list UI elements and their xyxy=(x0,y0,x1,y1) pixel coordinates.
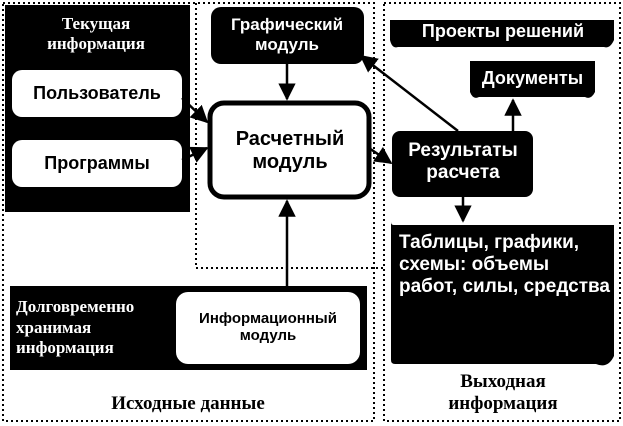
current-info-label: Текущая информация xyxy=(47,14,145,53)
graphic-module-node xyxy=(211,7,364,64)
calc-module-node xyxy=(207,100,372,200)
results-label: Результаты расчета xyxy=(408,140,518,183)
info-module-node xyxy=(176,292,360,364)
solution-projects-node xyxy=(390,20,614,48)
programs-label: Программы xyxy=(44,153,150,173)
input-data-label: Исходные данные xyxy=(111,393,265,414)
output-info-label: Выходная информация xyxy=(448,371,558,414)
calc-region-border xyxy=(195,3,384,269)
user-label: Пользователь xyxy=(33,83,161,103)
user-node xyxy=(12,70,182,117)
documents-node xyxy=(470,61,595,98)
longterm-info-label: Долговременно хранимая информация xyxy=(16,297,135,358)
output-region-border xyxy=(383,2,621,422)
documents-label: Документы xyxy=(481,68,584,88)
graphic-module-label: Графический модуль xyxy=(230,15,344,54)
arrow-user-to-calc xyxy=(181,97,209,124)
tables-node xyxy=(391,222,614,366)
tables-label: Таблицы, графики, схемы: объемы работ, с… xyxy=(399,232,610,298)
arrow-programs-to-calc xyxy=(181,146,209,163)
programs-node xyxy=(12,140,182,187)
arrow-results-to-projects xyxy=(359,54,459,132)
info-module-label: Информационный модуль xyxy=(199,310,337,345)
calc-module-label: Расчетный модуль xyxy=(235,128,345,173)
solution-projects-label: Проекты решений xyxy=(421,21,585,41)
results-node xyxy=(392,131,533,197)
arrow-calc-to-results xyxy=(368,146,393,165)
input-data-region-border xyxy=(2,2,375,422)
